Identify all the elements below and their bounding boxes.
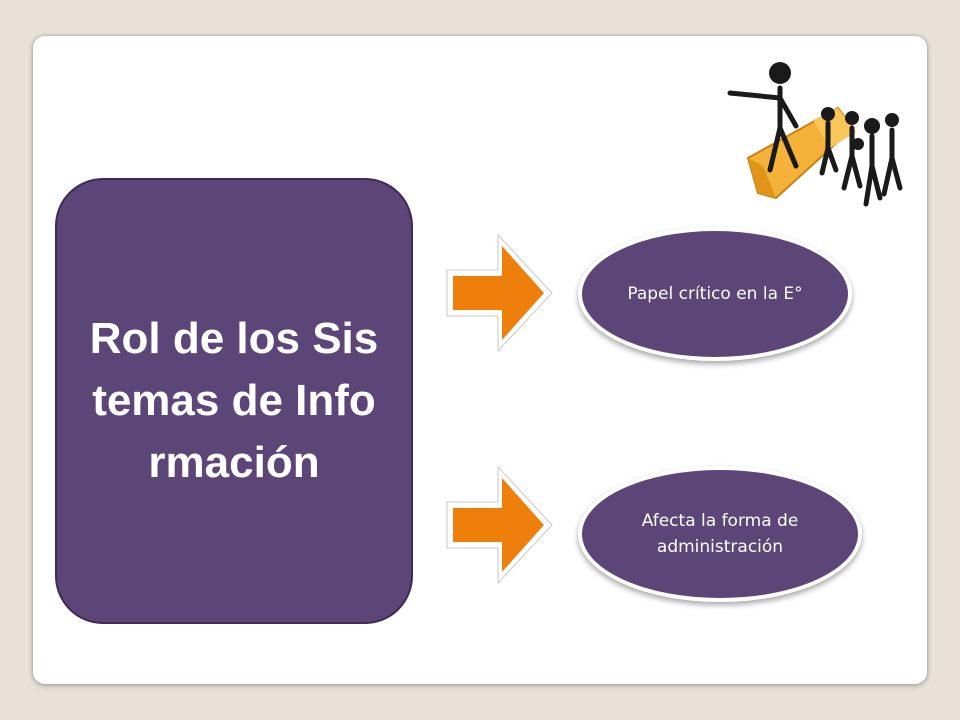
topic-label-2: Afecta la forma de administración [641,511,799,557]
topic-label-1: Papel crítico en la E° [627,284,803,304]
leader-figures-arrow-icon [727,62,903,207]
main-topic-box: Rol de los Sistemas de Información [55,178,413,624]
topic-ellipse-2: Afecta la forma de administración [578,466,862,602]
arrow-right-icon [446,465,553,585]
main-topic-title: Rol de los Sistemas de Información [89,314,379,487]
arrow-right-icon [446,233,553,353]
topic-ellipse-1: Papel crítico en la E° [578,227,852,361]
